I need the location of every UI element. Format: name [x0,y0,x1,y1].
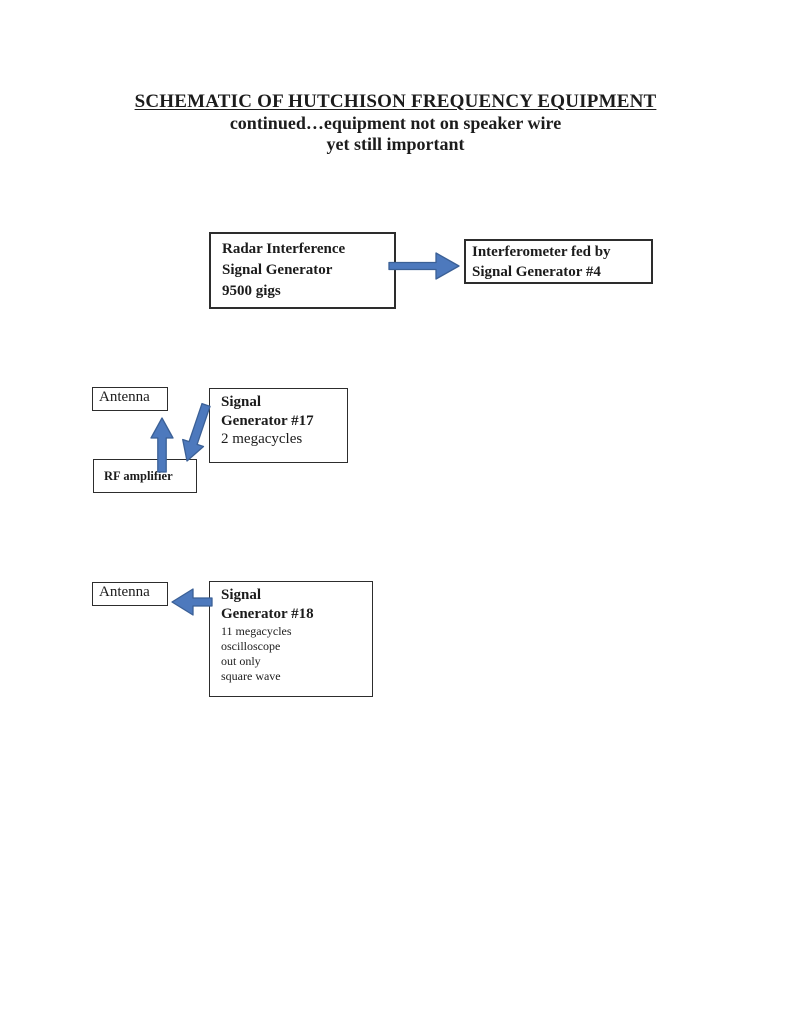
sg17-box-line-2: Generator #17 [221,412,314,429]
radar-box-line-2: Signal Generator [222,262,333,278]
title-line-1: SCHEMATIC OF HUTCHISON FREQUENCY EQUIPME… [134,91,657,112]
interferometer-box-line-2: Signal Generator #4 [472,264,601,280]
sg18-box-line-1: Signal [221,587,262,603]
arrow-right-icon [388,252,460,280]
arrow-down-left-icon [182,402,211,462]
antenna-2-label: Antenna [99,584,150,600]
antenna-1-label: Antenna [99,389,150,405]
rf-amplifier-label: RF amplifier [104,469,173,483]
title-line-3: yet still important [326,134,465,154]
sg18-box-detail-1: 11 megacycles [221,624,292,638]
sg18-box-detail-4: square wave [221,669,281,683]
sg18-box-detail-2: oscilloscope [221,639,281,653]
node-signal-generator-17: Signal Generator #17 2 megacycles [209,388,348,463]
node-antenna-1: Antenna [92,387,168,411]
node-rf-amplifier: RF amplifier [93,459,197,493]
node-signal-generator-18: Signal Generator #18 11 megacycles oscil… [209,581,373,697]
sg18-box-line-2: Generator #18 [221,606,314,622]
node-interferometer: Interferometer fed by Signal Generator #… [464,239,653,284]
node-radar-interference-generator: Radar Interference Signal Generator 9500… [209,232,396,309]
interferometer-box-line-1: Interferometer fed by [472,244,611,260]
radar-box-line-3: 9500 gigs [222,283,281,299]
arrow-left-icon [171,588,213,616]
node-antenna-2: Antenna [92,582,168,606]
sg17-box-line-1: Signal [221,394,262,410]
radar-box-line-1: Radar Interference [222,241,346,257]
document-title: SCHEMATIC OF HUTCHISON FREQUENCY EQUIPME… [0,91,791,155]
sg17-box-line-3: 2 megacycles [221,431,303,447]
title-line-2: continued…equipment not on speaker wire [229,113,562,133]
sg18-box-detail-3: out only [221,654,261,668]
